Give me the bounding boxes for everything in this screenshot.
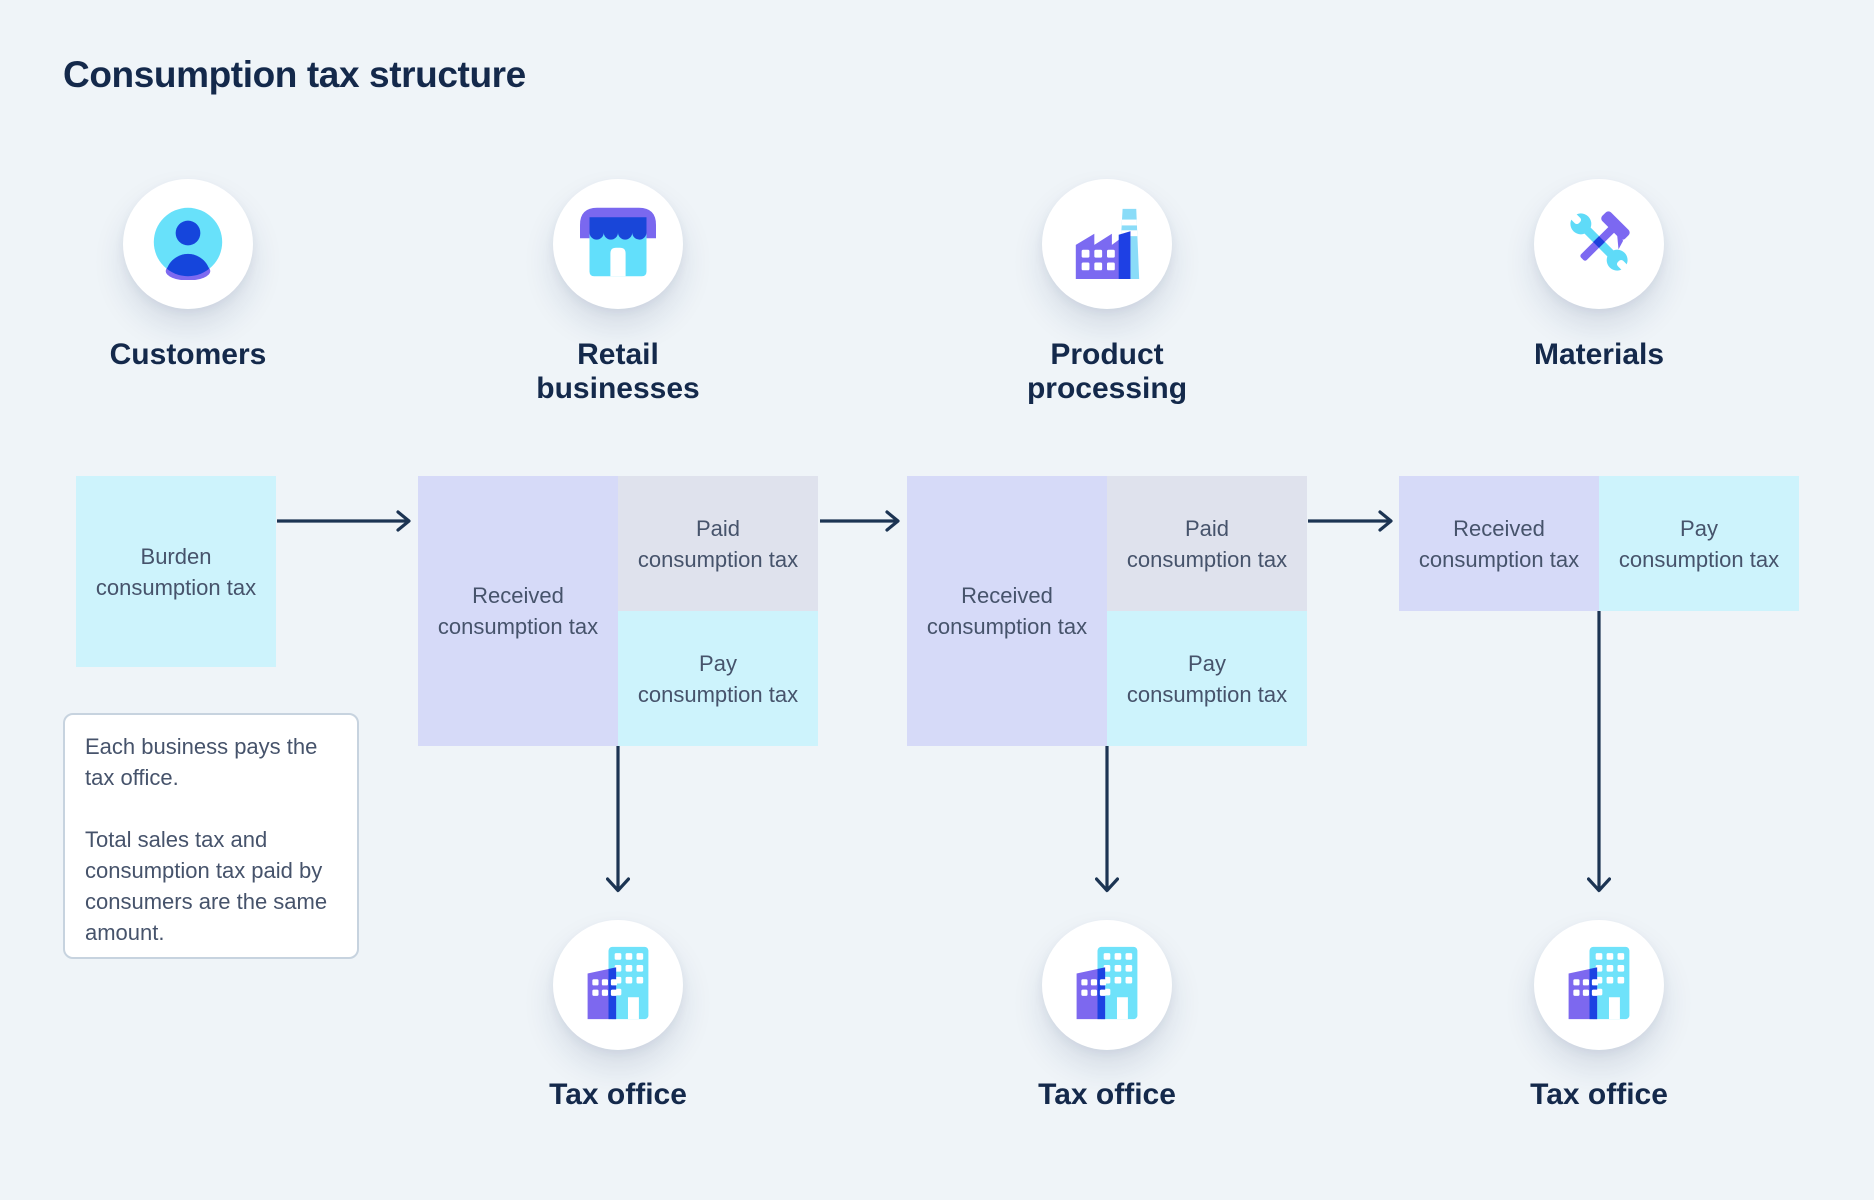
product-processing-node [1042, 179, 1172, 309]
tax-office-label-retail: Tax office [549, 1078, 687, 1111]
retail-node [553, 179, 683, 309]
building-icon [580, 945, 656, 1026]
note-paragraph-2: Total sales tax and consumption tax paid… [85, 827, 328, 945]
product-pay-tax-box: Pay consumption tax [1107, 611, 1307, 746]
store-icon [580, 204, 656, 285]
retail-received-tax-box: Received consumption tax [418, 476, 618, 746]
tools-icon [1561, 204, 1637, 285]
materials-label: Materials [1533, 338, 1665, 371]
product-received-tax-box: Received consumption tax [907, 476, 1107, 746]
building-icon [1561, 945, 1637, 1026]
explanation-note: Each business pays the tax office. Total… [63, 713, 359, 959]
materials-pay-tax-box: Pay consumption tax [1599, 476, 1799, 611]
arrow-product-to-materials [1308, 510, 1393, 532]
product-processing-label: Product processing [1026, 338, 1188, 405]
arrow-materials-to-taxoffice [1587, 611, 1611, 893]
arrow-retail-to-taxoffice [606, 746, 630, 893]
materials-node [1534, 179, 1664, 309]
arrow-product-to-taxoffice [1095, 746, 1119, 893]
retail-paid-tax-box: Paid consumption tax [618, 476, 818, 611]
tax-office-label-product: Tax office [1038, 1078, 1176, 1111]
person-icon [150, 204, 226, 285]
retail-pay-tax-box: Pay consumption tax [618, 611, 818, 746]
materials-received-tax-box: Received consumption tax [1399, 476, 1599, 611]
customers-node [123, 179, 253, 309]
burden-consumption-tax-box: Burden consumption tax [76, 476, 276, 667]
product-paid-tax-box: Paid consumption tax [1107, 476, 1307, 611]
tax-office-label-materials: Tax office [1530, 1078, 1668, 1111]
customers-label: Customers [109, 338, 267, 371]
tax-office-node-product [1042, 920, 1172, 1050]
factory-icon [1068, 203, 1146, 286]
building-icon [1069, 945, 1145, 1026]
tax-office-node-materials [1534, 920, 1664, 1050]
tax-office-node-retail [553, 920, 683, 1050]
note-paragraph-1: Each business pays the tax office. [85, 734, 318, 790]
page-title: Consumption tax structure [63, 54, 526, 95]
retail-label: Retail businesses [536, 338, 700, 405]
arrow-customers-to-retail [277, 510, 411, 532]
arrow-retail-to-product [820, 510, 900, 532]
